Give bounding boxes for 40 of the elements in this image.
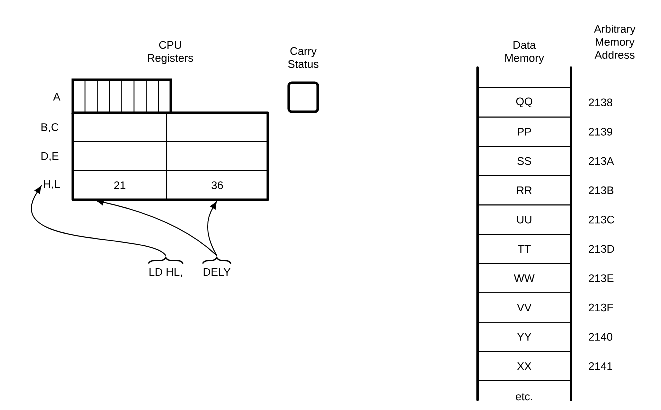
- column-heading: Arbitrary Memory Address: [594, 24, 636, 60]
- memory-cell: VV: [478, 292, 572, 323]
- node-label: Carry Status: [288, 47, 319, 68]
- address-label: 213E: [589, 274, 614, 282]
- arrow: [96, 199, 218, 256]
- register-cell: [166, 112, 268, 142]
- memory-cell: SS: [478, 146, 572, 176]
- continuation-note: etc.: [516, 393, 532, 401]
- address-label: 2141: [589, 362, 612, 370]
- address-label: 2140: [589, 333, 613, 341]
- memory-cell: RR: [478, 175, 572, 206]
- address-label: 213F: [589, 304, 614, 312]
- register-cell: [72, 142, 168, 172]
- braced-text: LD HL,: [148, 257, 184, 278]
- braced-text: DELY: [202, 257, 232, 276]
- register-cell: 36: [166, 170, 268, 200]
- memory-cell: QQ: [478, 88, 572, 118]
- address-label: 2139: [589, 128, 612, 136]
- bit-register: [72, 78, 172, 114]
- memory-cell: UU: [478, 204, 572, 235]
- address-label: 213A: [589, 157, 614, 166]
- register-cell: [72, 112, 168, 142]
- arrow: [207, 202, 218, 256]
- address-label: 213C: [589, 216, 614, 224]
- register-label: D,E: [42, 152, 59, 162]
- register-cell: 21: [72, 170, 168, 200]
- address-label: 213D: [589, 245, 614, 254]
- memory-cell: PP: [478, 116, 572, 148]
- carry-flag-box: Carry Status: [288, 47, 320, 114]
- memory-cell: YY: [478, 322, 572, 352]
- memory-cell: WW: [478, 263, 572, 294]
- register-label: A: [53, 93, 61, 101]
- address-label: 213B: [589, 186, 614, 194]
- address-label: 2138: [589, 98, 613, 107]
- register-label: B,C: [42, 123, 59, 133]
- memory-cell: XX: [478, 351, 572, 382]
- arrow: [31, 186, 166, 256]
- memory-cell: TT: [478, 234, 572, 264]
- register-cell: [166, 142, 268, 172]
- register-label: H,L: [44, 180, 60, 190]
